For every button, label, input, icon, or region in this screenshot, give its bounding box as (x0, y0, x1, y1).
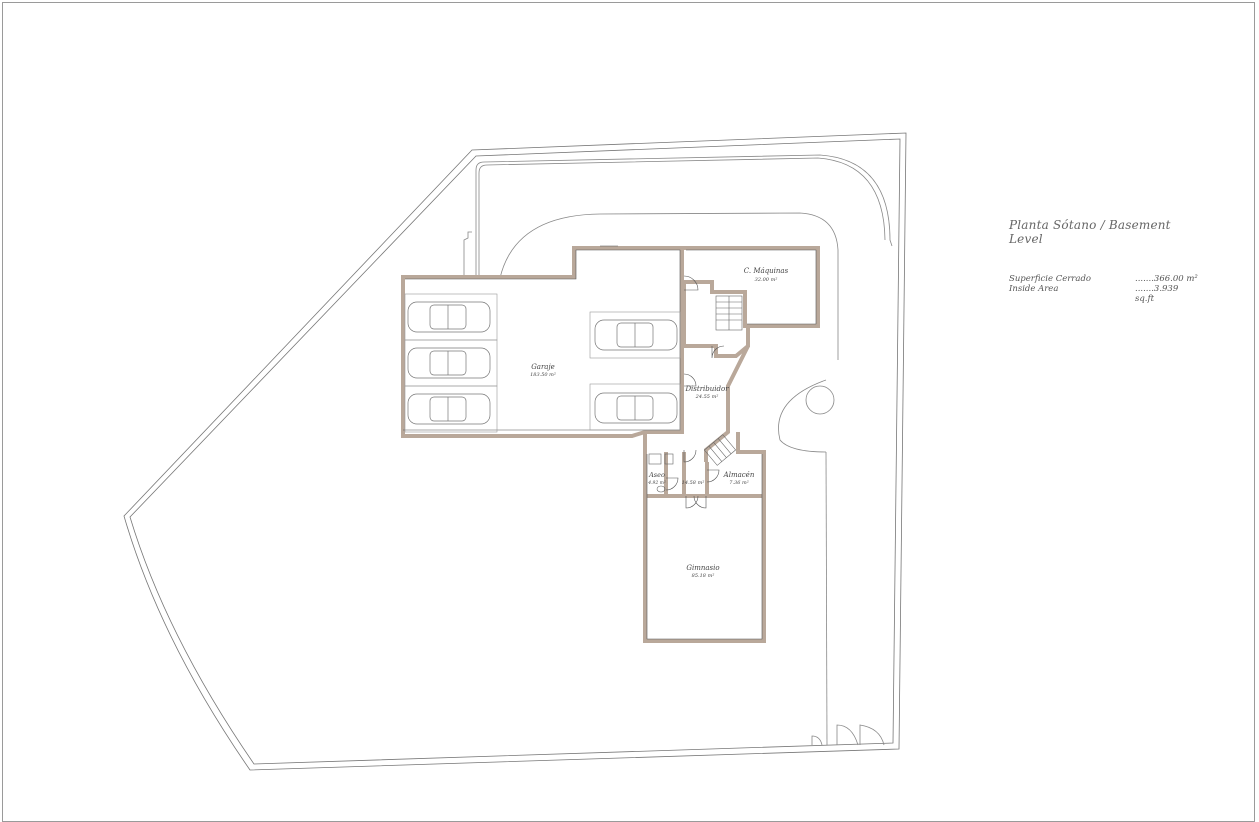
car (407, 301, 491, 333)
room-name-gimnasio: Gimnasio (686, 564, 719, 572)
car (407, 347, 491, 379)
room-name-maquinas: C. Máquinas (744, 267, 789, 275)
room-name-garaje: Garaje (531, 363, 555, 371)
room-area-gimnasio: 85.18 m² (692, 573, 715, 579)
legend-row-value: .......366.00 m² (1135, 274, 1198, 284)
car (407, 393, 491, 425)
legend-row-value: .......3.939 sq.ft (1135, 284, 1179, 304)
room-name-distribuidor: Distribuidor (684, 385, 729, 393)
room-name-aseo: Aseo (648, 471, 665, 479)
legend-row: Inside Area .......3.939 sq.ft (1009, 284, 1199, 304)
room-area-garaje: 183.50 m² (530, 372, 556, 378)
walls (401, 246, 820, 643)
room-area-maquinas: 32.00 m² (755, 277, 778, 283)
driveway (463, 154, 893, 746)
area-legend: Planta Sótano / Basement Level Superfici… (1009, 218, 1199, 304)
bathroom-fixtures (648, 453, 674, 493)
stairs (703, 295, 743, 466)
room-name-almacen: Almacén (723, 471, 755, 479)
plot-boundary (123, 132, 907, 771)
car (594, 319, 678, 351)
wall-inner-lines (403, 245, 817, 640)
legend-rows: Superficie Cerrado .......366.00 m² Insi… (1009, 274, 1199, 304)
room-area-aseo: 4.92 m² (647, 480, 666, 486)
room-area-distribuidor: 24.55 m² (695, 394, 719, 400)
plan-title: Planta Sótano / Basement Level (1009, 218, 1171, 246)
doors (665, 275, 725, 509)
cars (407, 301, 678, 425)
parking-bays (404, 293, 681, 433)
room-labels: C. Máquinas 32.00 m² Garaje 183.50 m² Di… (530, 267, 789, 579)
legend-row-label: Superficie Cerrado (1009, 274, 1091, 284)
legend-row: Superficie Cerrado .......366.00 m² (1009, 274, 1199, 284)
room-area-almacen: 7.36 m² (729, 480, 748, 486)
legend-row-label: Inside Area (1009, 284, 1059, 294)
car (594, 392, 678, 424)
room-area-hall: 14.58 m² (682, 480, 705, 486)
